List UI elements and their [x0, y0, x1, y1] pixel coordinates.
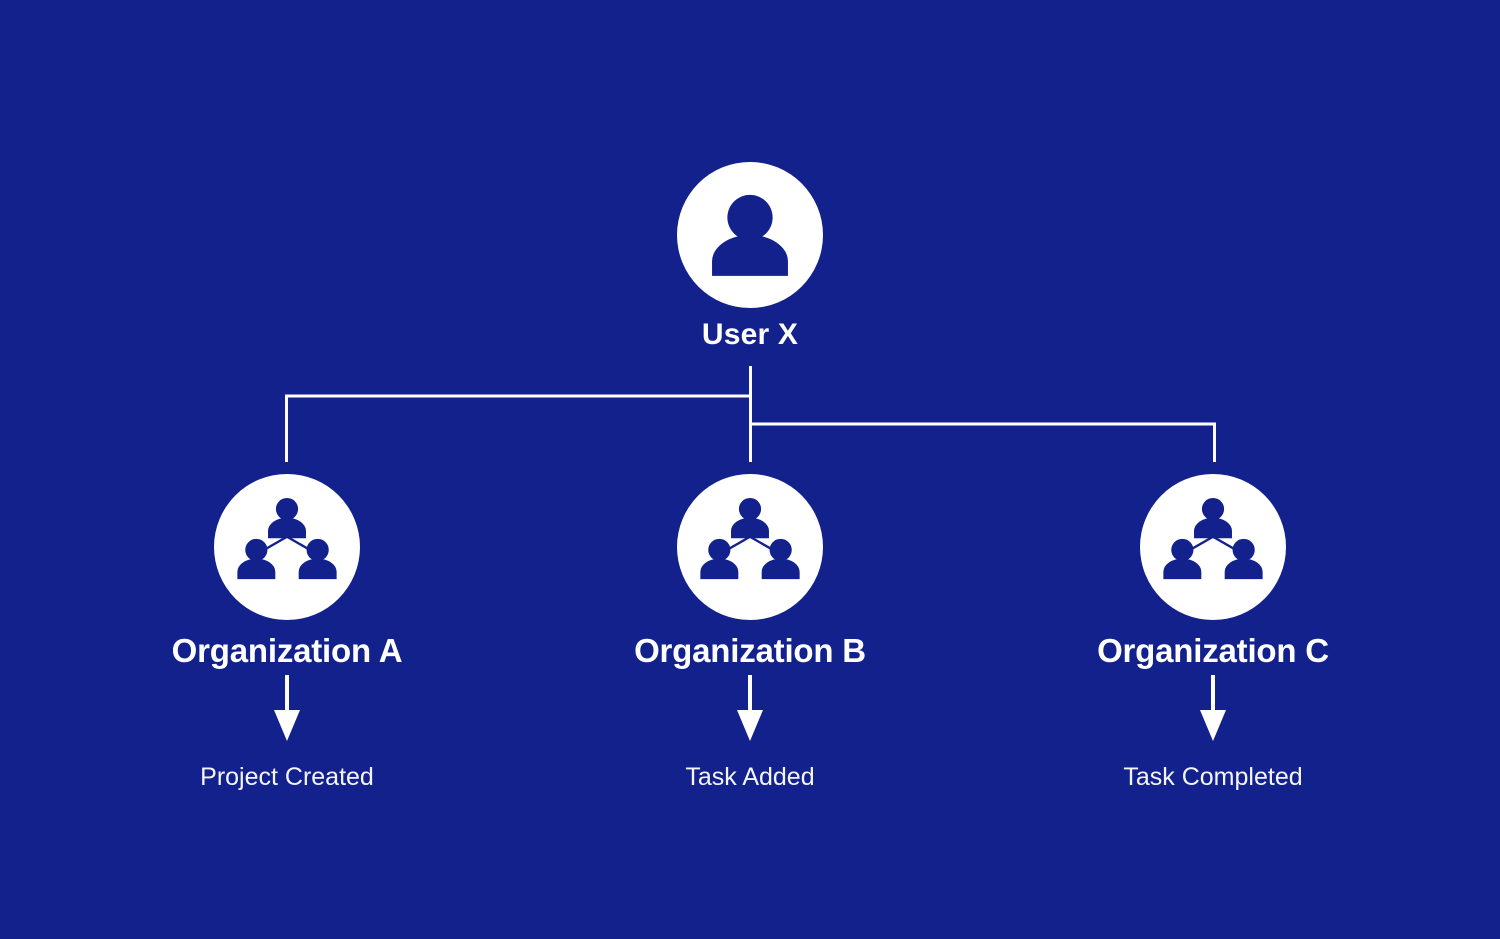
- node-label-organization-c: Organization C: [1097, 632, 1329, 669]
- branch-line-c: [750, 422, 1216, 462]
- node-organization-b[interactable]: Organization B: [550, 474, 950, 670]
- node-organization-a[interactable]: Organization A: [87, 474, 487, 670]
- user-avatar-icon: [677, 162, 823, 308]
- node-label-organization-b: Organization B: [634, 632, 866, 669]
- organization-group-icon: [1140, 474, 1286, 620]
- arrow-down-icon-b: [737, 675, 763, 741]
- node-user-x[interactable]: User X: [600, 162, 900, 352]
- event-label-task-completed: Task Completed: [1123, 763, 1303, 791]
- arrow-down-icon-a: [274, 675, 300, 741]
- arrow-down-icon-c: [1200, 675, 1226, 741]
- node-organization-c[interactable]: Organization C: [1013, 474, 1413, 670]
- event-label-project-created: Project Created: [200, 763, 374, 791]
- event-label-task-added: Task Added: [685, 763, 815, 791]
- node-label-organization-a: Organization A: [171, 632, 403, 669]
- organization-group-icon: [214, 474, 360, 620]
- node-label-user-x: User X: [701, 318, 799, 351]
- organization-group-icon: [677, 474, 823, 620]
- branch-line-a: [285, 394, 751, 462]
